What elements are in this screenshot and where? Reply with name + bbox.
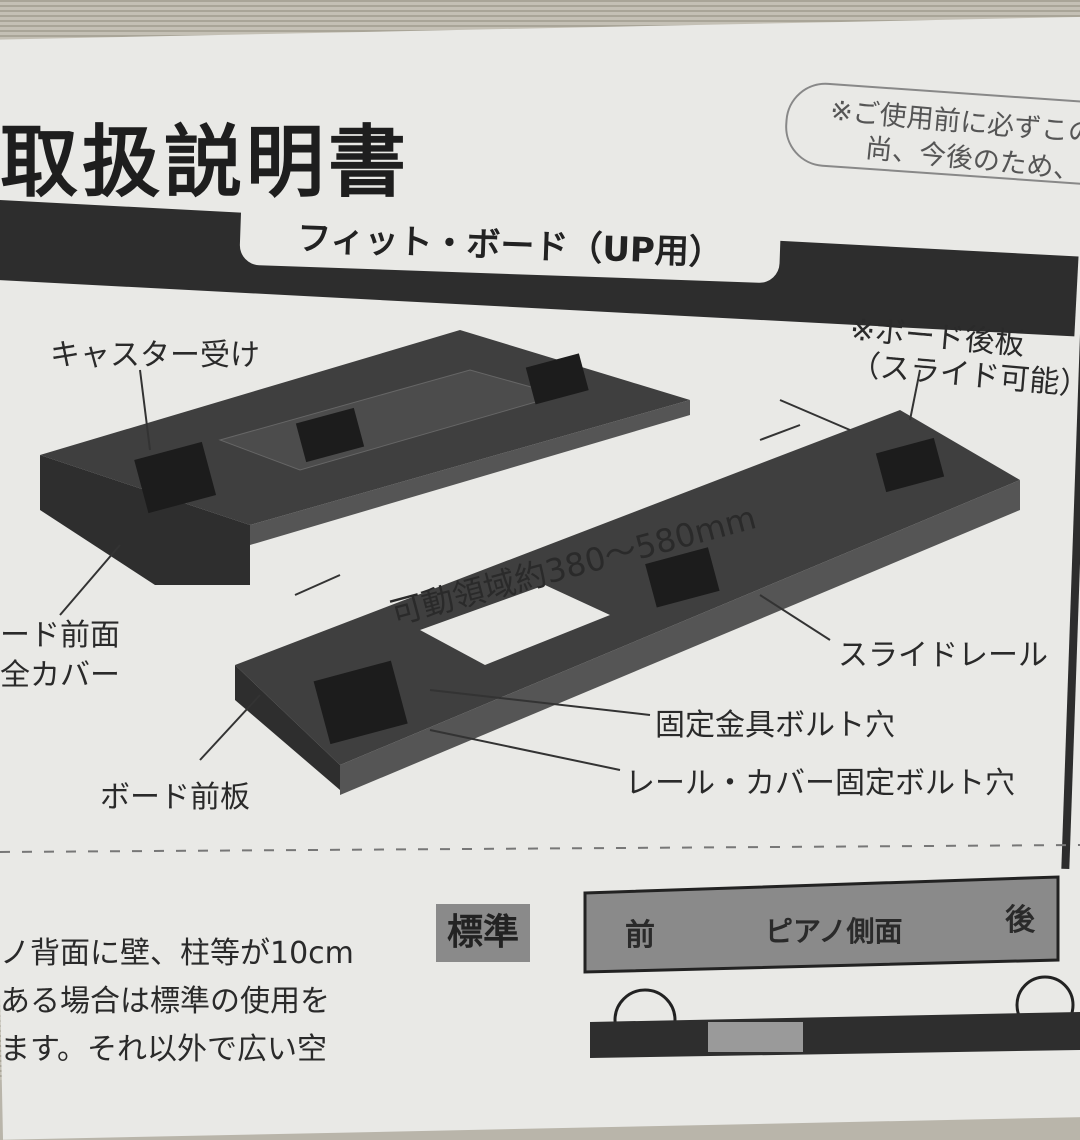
- upper-board: [40, 330, 690, 585]
- label-slide-rail: スライドレール: [838, 638, 1048, 673]
- label-fixing-bolt-hole: 固定金具ボルト穴: [655, 708, 895, 743]
- label-rail-cover-bolt-hole: レール・カバー固定ボルト穴: [625, 766, 1015, 801]
- page-title: 取扱説明書: [0, 118, 411, 208]
- body-line: ます。それ以外で広い空: [0, 1032, 327, 1067]
- piano-side-label: ピアノ側面: [765, 915, 903, 948]
- label-caster-receiver: キャスター受け: [50, 338, 260, 373]
- dashed-divider: [0, 844, 1080, 853]
- piano-back-label: 後: [1005, 903, 1035, 938]
- leader-lines: [59, 369, 921, 771]
- board-diagram: [0, 330, 1080, 1058]
- label-front-cover: ード前面: [0, 618, 120, 653]
- body-line: ノ背面に壁、柱等が10cm: [0, 936, 354, 971]
- label-front-board: ボード前板: [100, 780, 250, 815]
- body-line: ある場合は標準の使用を: [0, 984, 330, 1019]
- piano-side-illustration: [583, 875, 1080, 1058]
- lower-board: [235, 410, 1020, 795]
- piano-front-label: 前: [625, 918, 655, 953]
- standard-badge: 標準: [436, 904, 530, 962]
- label-front-cover-2: 全カバー: [0, 658, 120, 693]
